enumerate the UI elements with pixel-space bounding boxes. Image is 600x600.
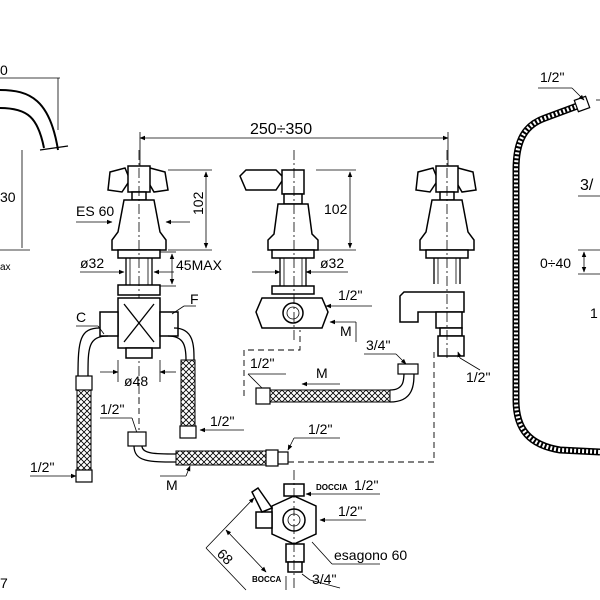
right-valve: 1/2" bbox=[399, 150, 490, 385]
doccia-half-label: 1/2" bbox=[354, 477, 378, 493]
left-hoses: 1/2" 1/2" 1/2" bbox=[30, 327, 244, 483]
bocca-label: BOCCA bbox=[252, 575, 282, 584]
spout-max-label: ax bbox=[0, 262, 11, 273]
corner-mark: 7 bbox=[0, 575, 8, 591]
left-hose-half-label: 1/2" bbox=[100, 401, 124, 417]
center-valve-height-label: 102 bbox=[324, 201, 348, 217]
left-valve-diam-label: ø32 bbox=[80, 255, 104, 271]
center-valve-diam-label: ø32 bbox=[320, 255, 344, 271]
left-valve-height-label: 102 bbox=[190, 191, 206, 215]
shower-range-label: 0÷40 bbox=[540, 255, 571, 271]
left-valve: 102 ES 60 ø32 45MAX bbox=[76, 150, 223, 400]
center-valve-m-label: M bbox=[340, 323, 352, 339]
shower-three-label: 3/ bbox=[580, 177, 594, 194]
shower-one-label: 1 bbox=[590, 305, 598, 321]
mixer-diam-label: ø48 bbox=[124, 373, 148, 389]
right-valve-half-label: 1/2" bbox=[466, 369, 490, 385]
bocca-conn-label: 3/4" bbox=[312, 571, 336, 587]
hex-label: esagono 60 bbox=[334, 547, 407, 563]
left-valve-max-label: 45MAX bbox=[176, 257, 223, 273]
fixed-label: F bbox=[190, 291, 199, 307]
left-hose-half-label-2: 1/2" bbox=[210, 413, 234, 429]
left-bottom-half-label: 1/2" bbox=[30, 459, 54, 475]
mixer-block-labels: C F ø48 bbox=[76, 291, 199, 389]
left-valve-hex-label: ES 60 bbox=[76, 203, 114, 219]
reference-lines bbox=[138, 330, 435, 463]
mid-hose-threequarter-label: 3/4" bbox=[366, 337, 390, 353]
center-valve-conn-label: 1/2" bbox=[338, 287, 362, 303]
shower-top-label: 1/2" bbox=[540, 69, 564, 85]
mid-hose-m-label: M bbox=[316, 365, 328, 381]
center-valve: 102 ø32 1/2" M bbox=[239, 150, 372, 342]
overall-width-label: 250÷350 bbox=[250, 121, 312, 138]
diverter-dim-label: 68 bbox=[214, 545, 236, 567]
middle-hose: 1/2" M 3/4" bbox=[247, 337, 419, 405]
doccia-label: DOCCIA bbox=[316, 483, 348, 492]
spout-height-label: 30 bbox=[0, 189, 16, 205]
diverter: DOCCIA 1/2" 1/2" esagono 60 68 BOCCA 3/4… bbox=[205, 470, 407, 591]
cold-label: C bbox=[76, 309, 86, 325]
diverter-half-label: 1/2" bbox=[338, 503, 362, 519]
spout-top-label: 0 bbox=[0, 62, 8, 78]
shower-hose: 1/2" 3/ 0÷40 1 bbox=[512, 69, 600, 456]
bottom-hose-m-label: M bbox=[166, 477, 178, 493]
overall-width-dimension: 250÷350 bbox=[139, 121, 449, 170]
bottom-hose: M 1/2" bbox=[127, 421, 340, 493]
spout: 0 30 ax bbox=[0, 62, 69, 273]
bottom-hose-half-label: 1/2" bbox=[308, 421, 332, 437]
mid-hose-half-label: 1/2" bbox=[250, 355, 274, 371]
